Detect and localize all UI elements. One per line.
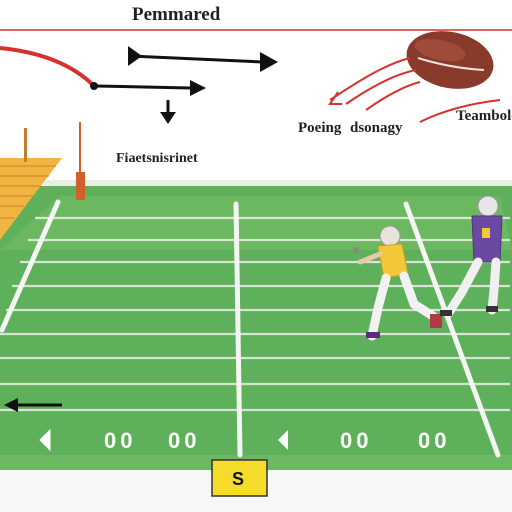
left-stands bbox=[0, 128, 62, 240]
player-legs bbox=[367, 271, 441, 341]
marker-box-label: S bbox=[232, 469, 244, 489]
football bbox=[406, 31, 494, 89]
trajectory-arrow bbox=[95, 84, 191, 90]
yard-marker-4: 00 bbox=[418, 428, 450, 453]
route-arrow-line bbox=[129, 54, 263, 64]
player-legs bbox=[443, 257, 501, 319]
player-ball-icon bbox=[353, 247, 359, 253]
trajectory-knot bbox=[90, 82, 98, 90]
ball-caption: Teambolo bbox=[456, 108, 512, 124]
yard-lines bbox=[0, 216, 510, 412]
motion-streak bbox=[419, 99, 501, 123]
player-shoe bbox=[440, 310, 452, 316]
motion-streaks bbox=[328, 57, 501, 123]
goal-post bbox=[76, 122, 85, 200]
sidelines bbox=[0, 199, 501, 458]
player-jersey bbox=[471, 215, 503, 263]
arrow-head-icon bbox=[4, 398, 18, 412]
right-sideline bbox=[403, 201, 501, 458]
motion-streak bbox=[365, 81, 421, 111]
field: 00 00 00 00 S bbox=[0, 180, 512, 512]
diagram-title: Pemmared bbox=[132, 4, 221, 25]
motion-streak bbox=[345, 69, 417, 105]
route-arrow-down bbox=[160, 100, 176, 124]
motion-streak bbox=[329, 57, 411, 101]
motion-streak bbox=[328, 91, 342, 105]
right-caption-b: dsonagy bbox=[350, 120, 403, 136]
player-helmet-icon bbox=[379, 225, 401, 247]
pass-trajectory bbox=[0, 46, 206, 96]
arrow-head-icon bbox=[160, 112, 176, 124]
left-caption: Fiaetsnisrinet bbox=[116, 151, 198, 166]
field-arrow-left bbox=[4, 398, 62, 412]
football-highlight bbox=[414, 38, 466, 62]
player-shoe bbox=[366, 332, 380, 338]
arrow-head-icon bbox=[260, 52, 278, 72]
turf-highlight bbox=[0, 196, 512, 250]
marker-box bbox=[211, 459, 268, 497]
right-caption-a: Poeing bbox=[298, 120, 342, 136]
yard-markers: 00 00 00 00 bbox=[39, 428, 450, 453]
player-shoe bbox=[486, 306, 498, 312]
yard-marker-2: 00 bbox=[168, 428, 200, 453]
direction-arrow-icon bbox=[39, 428, 51, 452]
trajectory-curve bbox=[0, 46, 96, 88]
arrow-head-icon bbox=[190, 80, 206, 96]
left-post bbox=[24, 128, 27, 162]
player-number-patch bbox=[482, 228, 490, 238]
yard-marker-1: 00 bbox=[104, 428, 136, 453]
player-shoe bbox=[430, 314, 442, 328]
goal-post-base bbox=[76, 172, 85, 200]
left-sideline bbox=[0, 199, 61, 333]
player-yellow bbox=[353, 225, 442, 341]
bottom-marker-box: S bbox=[211, 459, 268, 497]
direction-arrow-icon bbox=[278, 430, 288, 450]
route-arrow-top bbox=[128, 46, 278, 72]
stands-block bbox=[0, 158, 62, 240]
player-arm bbox=[357, 251, 383, 265]
sideline-band bbox=[0, 180, 512, 190]
stands-rows bbox=[0, 165, 56, 219]
center-line bbox=[233, 201, 243, 458]
arrow-head-icon bbox=[128, 46, 142, 66]
player-purple bbox=[440, 195, 503, 319]
football-laces bbox=[417, 57, 485, 71]
player-helmet-icon bbox=[477, 195, 499, 217]
yard-marker-3: 00 bbox=[340, 428, 372, 453]
